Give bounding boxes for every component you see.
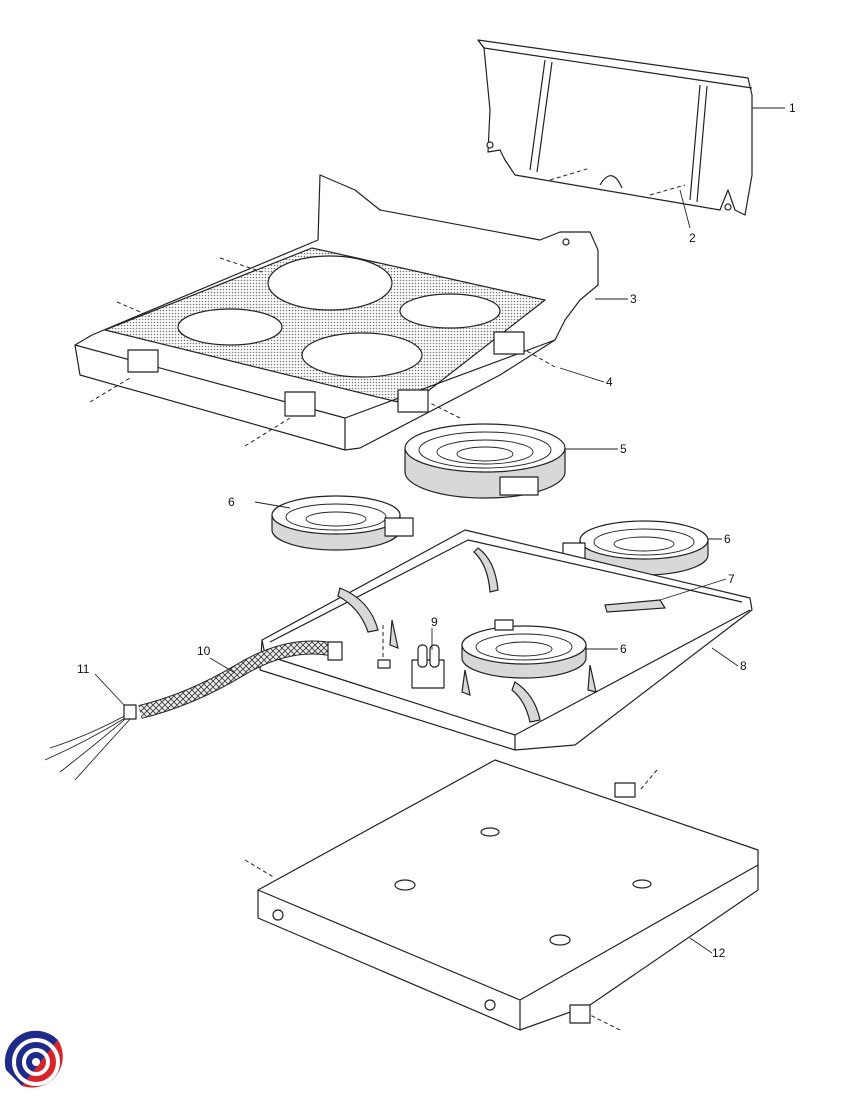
callout-7: 7 (728, 572, 735, 586)
callout-4: 4 (606, 375, 613, 389)
callout-10: 10 (197, 644, 211, 658)
callout-11: 11 (77, 662, 90, 676)
callout-6-right: 6 (724, 532, 731, 546)
callout-6-center: 6 (620, 642, 627, 656)
callout-1: 1 (789, 101, 796, 115)
part-6-heating-element-center (461, 619, 587, 679)
brand-logo (4, 1030, 63, 1088)
callout-leaders (94, 107, 785, 954)
part-3-glass-cooktop (74, 174, 599, 451)
callout-8: 8 (740, 659, 747, 673)
callout-5: 5 (620, 442, 627, 456)
callout-6-left: 6 (228, 495, 235, 509)
part-6-heating-element-left (271, 495, 414, 551)
part-1-rear-panel (477, 39, 753, 216)
part-12-bottom-panel (244, 759, 759, 1031)
callout-3: 3 (630, 292, 637, 306)
callout-12: 12 (712, 946, 726, 960)
callout-labels: 1 2 3 4 5 6 6 7 9 6 8 10 11 12 (77, 101, 796, 960)
part-10-conduit-and-11-wires (44, 640, 343, 781)
callout-9: 9 (431, 615, 438, 629)
part-9-terminal-block (411, 644, 445, 689)
callout-2: 2 (689, 231, 696, 245)
part-5-large-heating-element (404, 423, 566, 499)
